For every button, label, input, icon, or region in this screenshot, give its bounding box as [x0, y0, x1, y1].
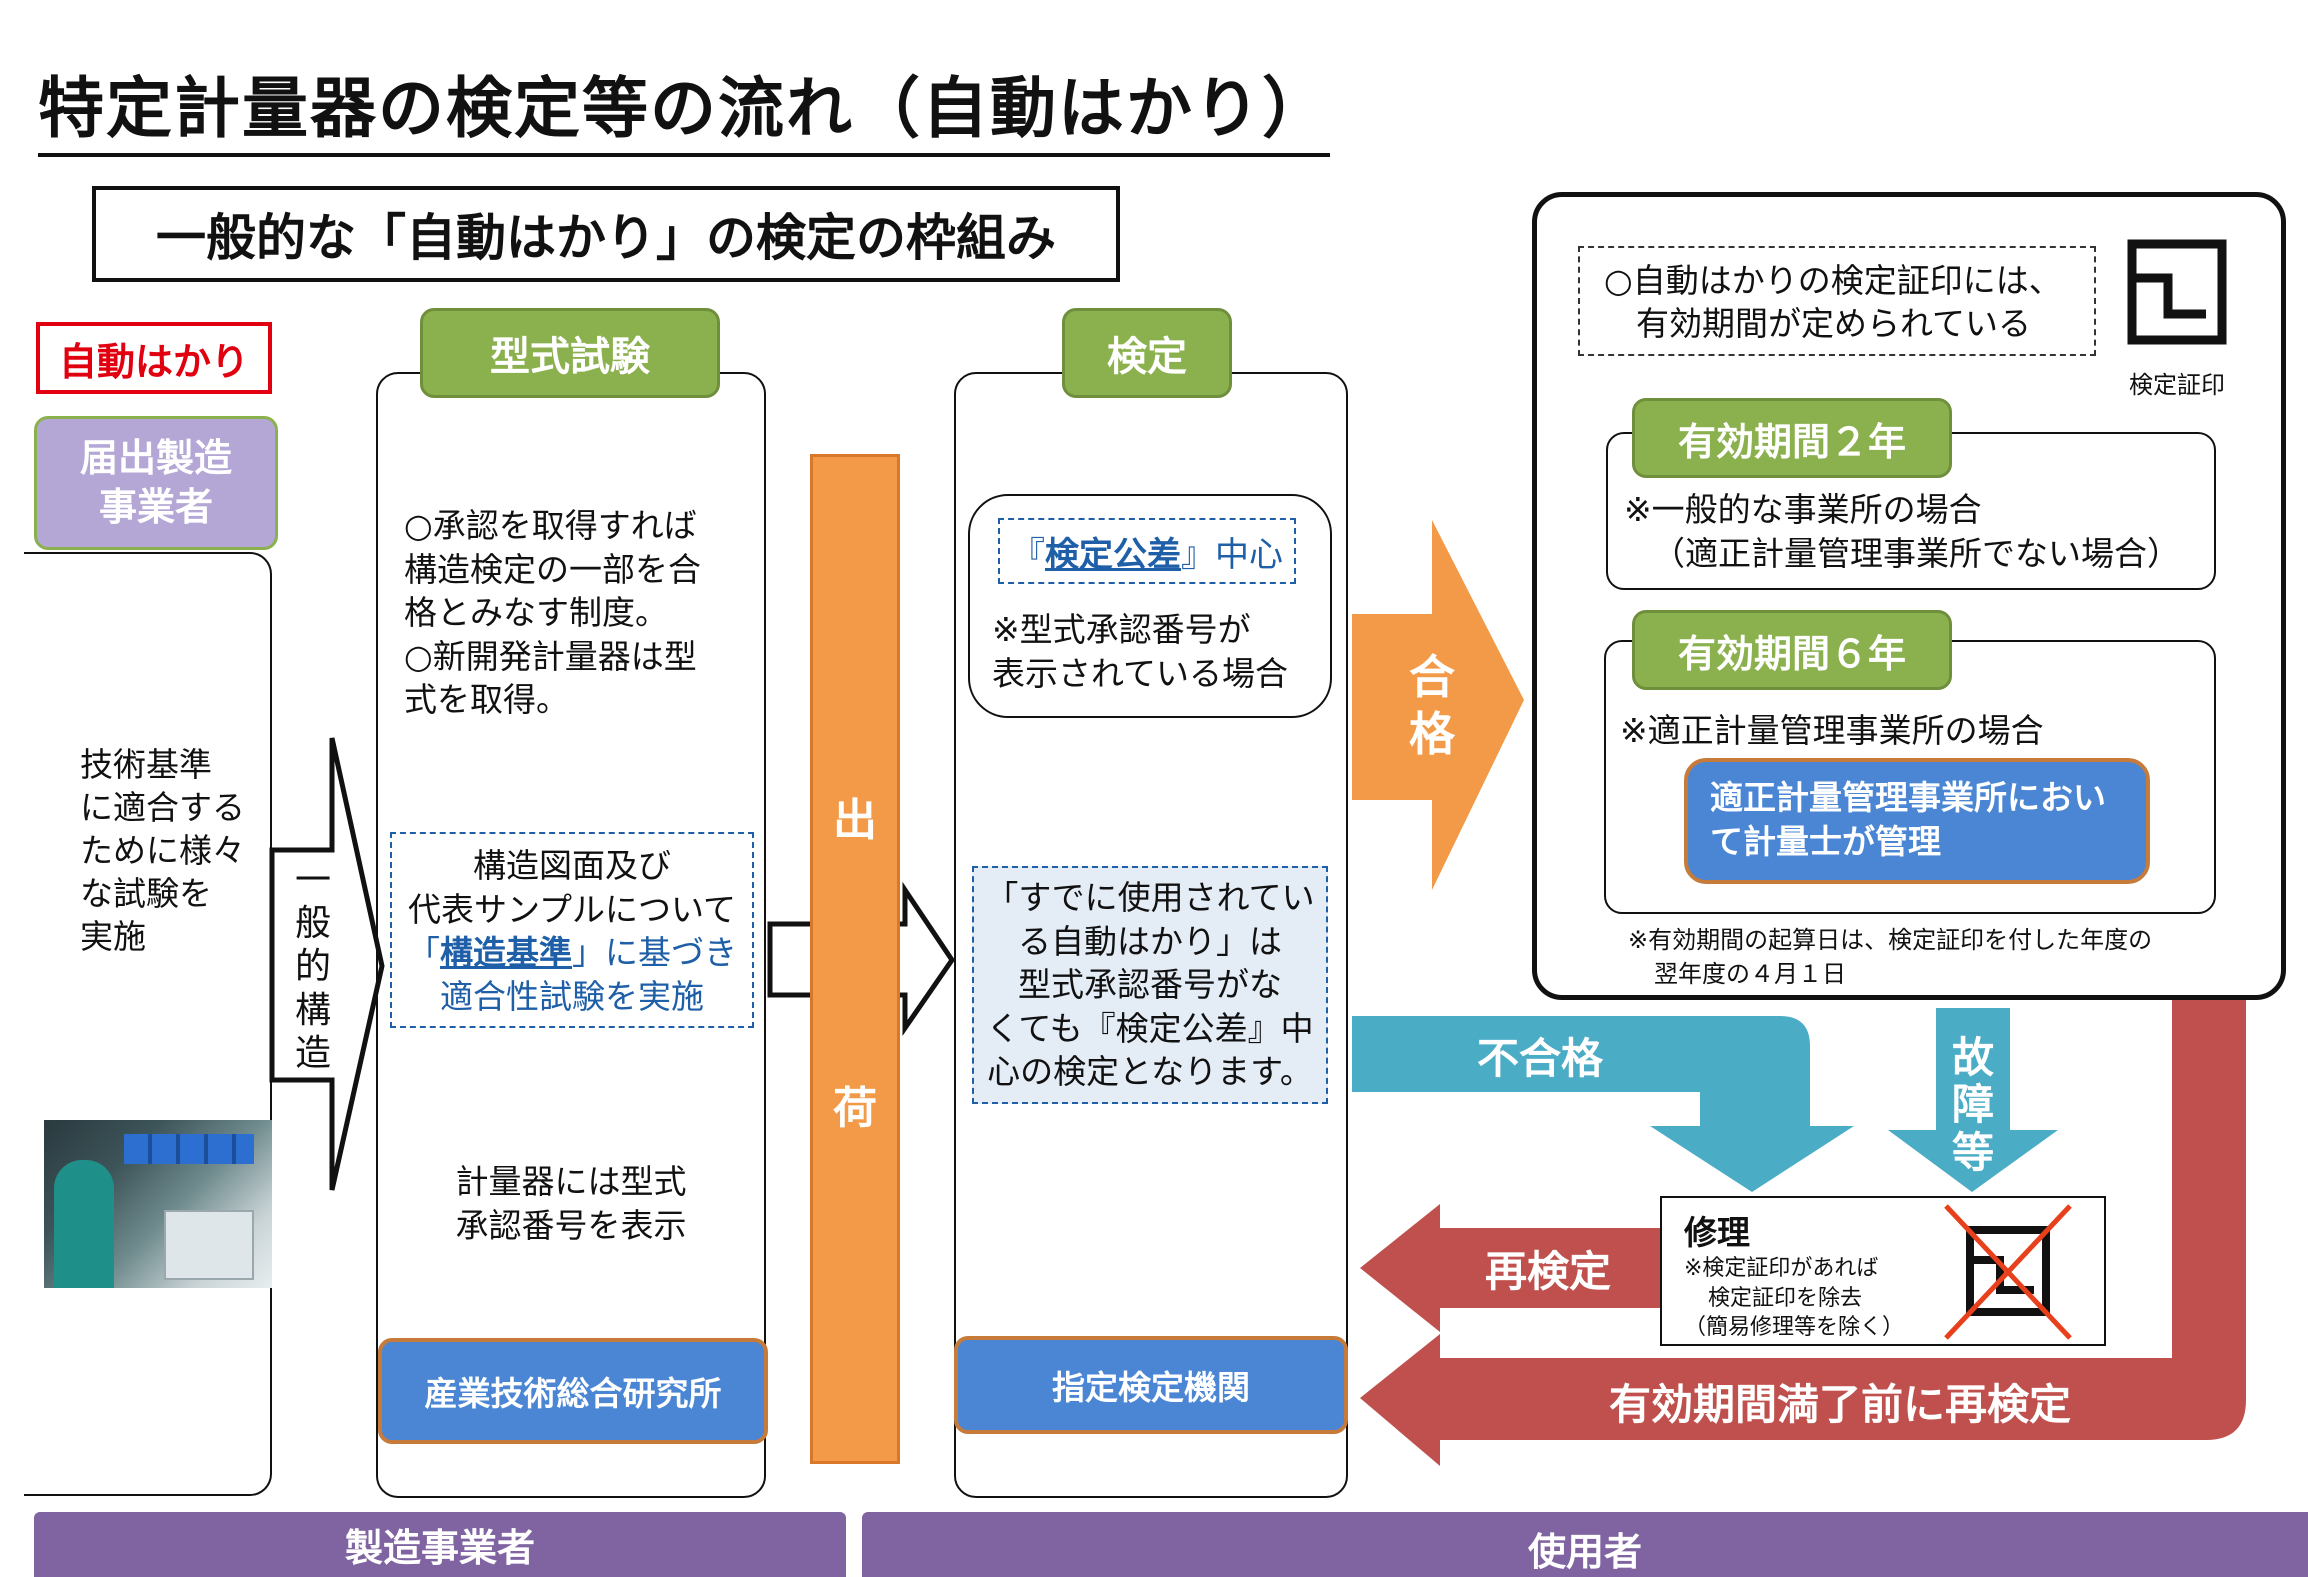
- validity-note-line2: 有効期間が定められている: [1636, 303, 2032, 343]
- framework-heading: 一般的な「自動はかり」の検定の枠組み: [92, 186, 1120, 282]
- photo-equipment: [164, 1210, 254, 1280]
- six-year-header: 有効期間６年: [1632, 610, 1952, 690]
- fault-label: 故 障 等: [1951, 1033, 1994, 1177]
- structure-test-line1: 構造図面及び: [473, 846, 671, 885]
- validity-footnote: ※有効期間の起算日は、検定証印を付した年度の 翌年度の４月１日: [1628, 924, 2268, 991]
- fail-label: 不合格: [1476, 1033, 1603, 1083]
- certified-measurer-box: 適正計量管理事業所におい て計量士が管理: [1684, 758, 2150, 884]
- repair-notes: ※検定証印があれば 検定証印を除去 （簡易修理等を除く）: [1684, 1254, 1944, 1343]
- fail-arrow: [1352, 1016, 1854, 1192]
- repair-box: [1660, 1196, 2106, 1346]
- pass-label: 合 格: [1409, 649, 1455, 762]
- aist-label: 産業技術総合研究所: [378, 1338, 768, 1444]
- photo-bins: [124, 1134, 254, 1164]
- left-column-box: [24, 552, 272, 1496]
- approval-number-text: 計量器には型式 承認番号を表示: [455, 1162, 687, 1245]
- verification-focus-box: [968, 494, 1332, 718]
- removed-stamp-icon: [1938, 1200, 2078, 1344]
- reverify-label: 再検定: [1484, 1246, 1611, 1296]
- validity-note-line1: ○自動はかりの検定証印には、: [1604, 261, 2062, 300]
- tolerance-open: 『: [1011, 534, 1045, 575]
- expiry-label: 有効期間満了前に再検定: [1608, 1379, 2071, 1429]
- tolerance-link: 検定公差: [1045, 534, 1181, 575]
- validity-note-box: ○自動はかりの検定証印には、 有効期間が定められている: [1578, 246, 2096, 356]
- two-year-header: 有効期間２年: [1632, 398, 1952, 478]
- repair-note-3: （簡易修理等を除く）: [1684, 1315, 1905, 1341]
- general-structure-label: 一 般 的 構 造: [294, 860, 331, 1074]
- footnote-line2: 翌年度の４月１日: [1654, 959, 1846, 988]
- shipping-char-1: 出: [833, 795, 877, 846]
- tolerance-close: 』中心: [1181, 534, 1283, 575]
- approval-note: ※型式承認番号が 表示されている場合: [992, 610, 1289, 693]
- six-year-text: ※適正計量管理事業所の場合: [1620, 711, 2044, 750]
- structure-test-box: 構造図面及び 代表サンプルについて 「構造基準」に基づき 適合性試験を実施: [390, 832, 754, 1028]
- manufacturer-label: 届出製造 事業者: [34, 416, 278, 550]
- test-description: 技術基準 に適合する ために様々 な試験を 実施: [80, 745, 245, 956]
- shipping-bar: [810, 454, 900, 1464]
- page-title: 特定計量器の検定等の流れ（自動はかり）: [38, 55, 1330, 157]
- two-year-text: ※一般的な事業所の場合 （適正計量管理事業所でない場合）: [1624, 488, 2214, 575]
- type-test-text: ○承認を取得すれば 構造検定の一部を合 格とみなす制度。 ○新開発計量器は型 式…: [404, 506, 701, 720]
- work-photo: [44, 1120, 272, 1288]
- tolerance-focus: 『検定公差』中心: [998, 518, 1296, 584]
- manufacturer-bar: 製造事業者: [34, 1512, 846, 1577]
- used-scale-box: 「すでに使用されてい る自動はかり」は 型式承認番号がな くても『検定公差』中 …: [972, 866, 1328, 1104]
- automatic-scale-tag: 自動はかり: [36, 322, 272, 394]
- repair-note-1: ※検定証印があれば: [1684, 1256, 1879, 1281]
- structure-standard-link: 構造基準: [440, 933, 572, 973]
- repair-title: 修理: [1684, 1213, 1750, 1252]
- verification-header: 検定: [1062, 308, 1232, 398]
- structure-test-line4: 適合性試験を実施: [440, 976, 704, 1016]
- structure-test-close: 」に基づき: [572, 933, 737, 973]
- structure-test-line2: 代表サンプルについて: [407, 889, 737, 929]
- type-test-header: 型式試験: [420, 308, 720, 398]
- stamp-label: 検定証印: [2129, 370, 2225, 399]
- photo-worker: [54, 1160, 114, 1288]
- structure-test-line3: 「構造基準」に基づき: [392, 931, 752, 975]
- general-structure-arrow: [269, 737, 385, 1191]
- shipping-char-2: 荷: [833, 1083, 877, 1134]
- pass-arrow: [1352, 520, 1524, 890]
- expiry-arrow: [1360, 990, 2246, 1466]
- fault-arrow: [1888, 1008, 2058, 1192]
- two-year-line1: ※一般的な事業所の場合: [1624, 490, 1982, 529]
- repair-note-2: 検定証印を除去: [1708, 1285, 1863, 1311]
- structure-test-open: 「: [407, 933, 440, 973]
- two-year-line2: （適正計量管理事業所でない場合）: [1652, 533, 2180, 573]
- footnote-line1: ※有効期間の起算日は、検定証印を付した年度の: [1628, 926, 2153, 954]
- verification-stamp-icon: [2126, 238, 2228, 346]
- designated-agency-label: 指定検定機関: [954, 1336, 1348, 1434]
- user-bar: 使用者: [862, 1512, 2308, 1577]
- reverify-arrow: [1360, 1204, 1660, 1332]
